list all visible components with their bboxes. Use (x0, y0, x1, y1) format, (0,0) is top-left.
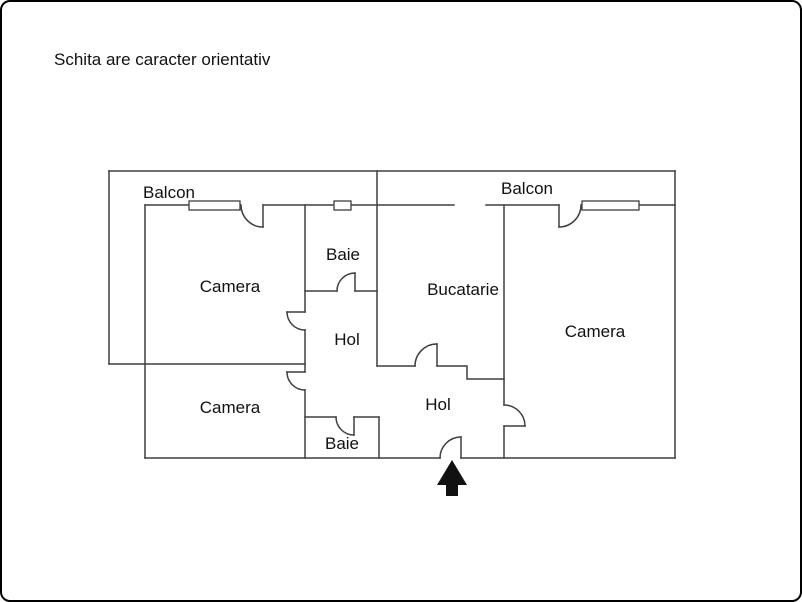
door-arc (503, 404, 526, 427)
door-arc (335, 416, 355, 436)
door-arc (286, 311, 306, 331)
window-symbol (333, 200, 352, 211)
window-symbol (188, 200, 241, 211)
entrance-arrow-icon (437, 460, 467, 496)
door-arc (414, 343, 438, 367)
doors (240, 204, 582, 459)
wall-segment (436, 365, 505, 380)
page-title: Schita are caracter orientativ (54, 50, 271, 69)
door-arc (286, 371, 306, 391)
door-arc (439, 436, 462, 459)
door-arc (558, 204, 582, 228)
window-symbol (581, 200, 640, 211)
door-arc (240, 204, 264, 228)
walls (108, 170, 676, 459)
windows (188, 200, 640, 211)
door-arc (336, 272, 356, 292)
